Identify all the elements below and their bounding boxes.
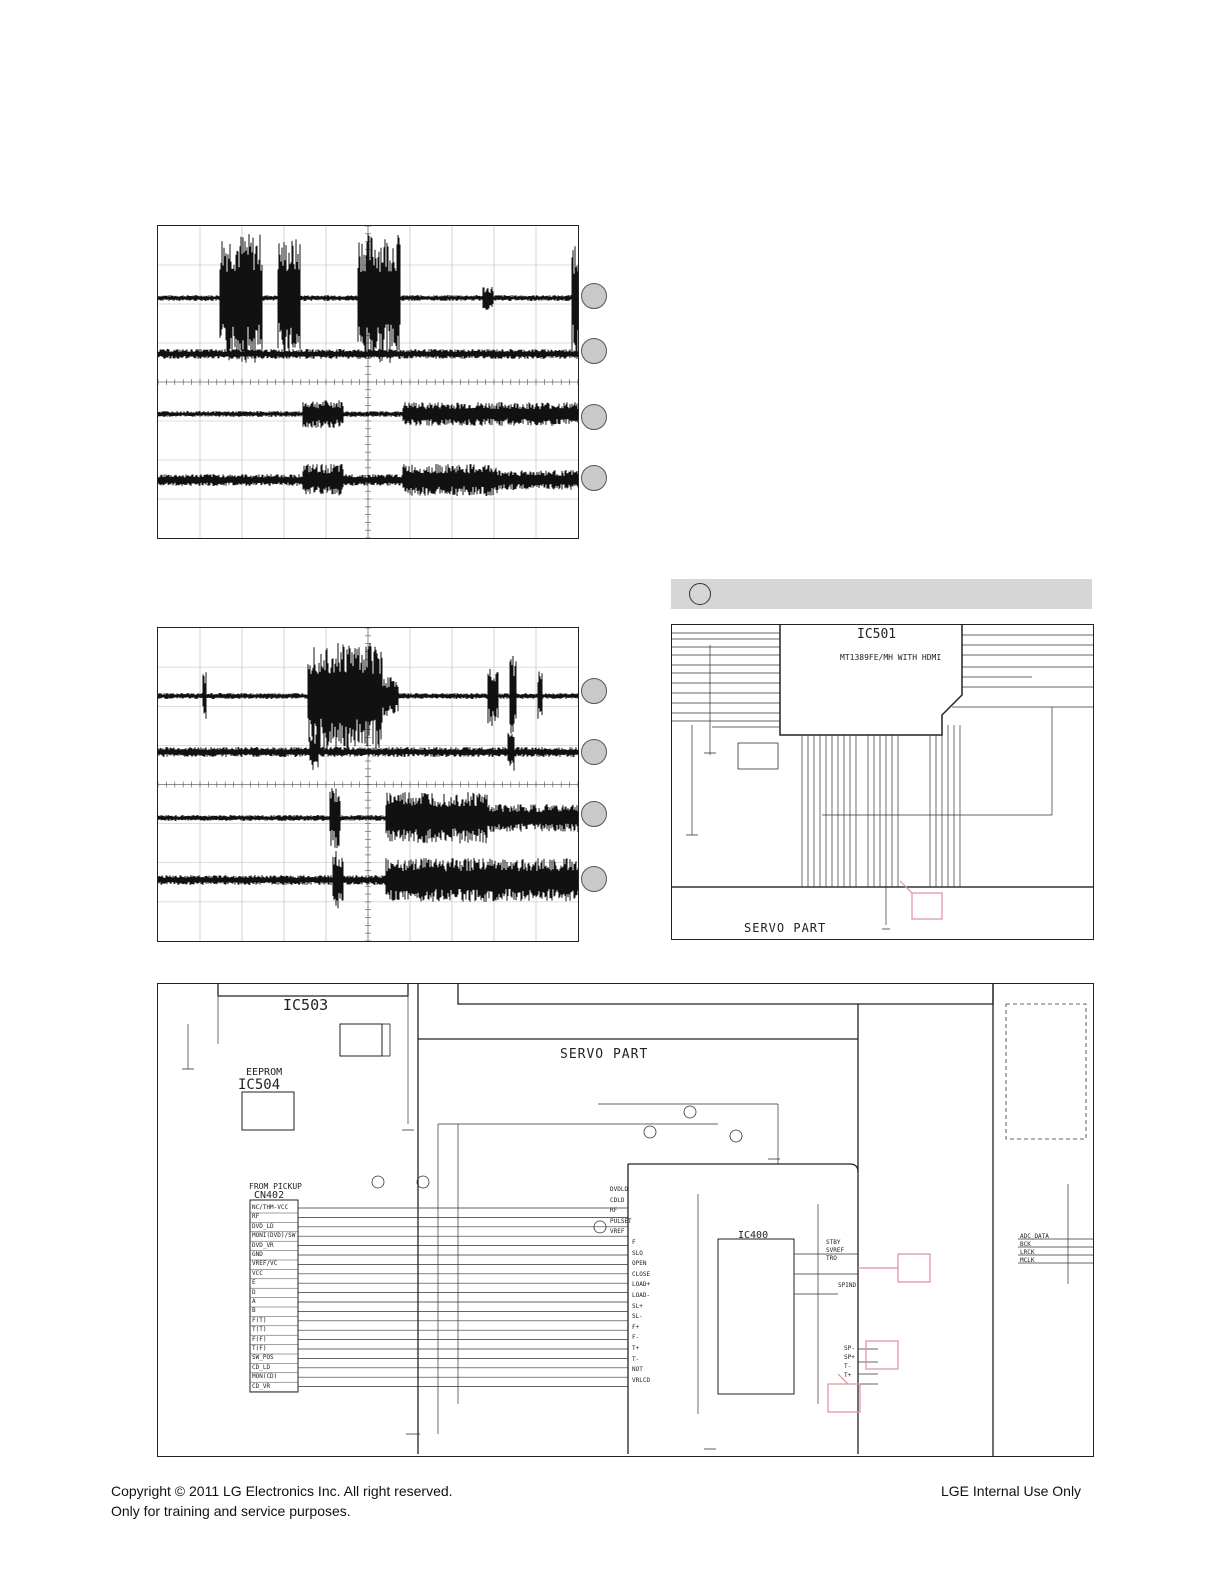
oscilloscope-bottom [157,627,579,942]
oscilloscope-top [157,225,579,539]
pickup-pin-label: B [252,1307,256,1315]
pickup-pin-label: SW_POS [252,1354,274,1362]
scope-bottom-trace [158,628,578,941]
audio-signal-label: LRCK [1020,1249,1035,1256]
schematic-servo: IC503 SERVO PART EEPROM IC504 FROM PICKU… [157,983,1094,1457]
servo-signal-label: LOAD- [632,1292,651,1299]
test-point-banner [671,579,1092,609]
ic504-label: IC504 [238,1077,281,1093]
servo-signal-label: F [632,1239,636,1246]
ic400-right-label: SVREF [826,1247,845,1254]
servo-signal-label: SLO [632,1249,643,1257]
channel-marker-7 [581,801,607,827]
scope-top-trace [158,226,578,538]
servo-signal-label: T- [632,1355,640,1363]
pickup-pin-label: T(F) [252,1345,267,1352]
schematic-servo-drawing [182,984,1093,1456]
servo-part-label-top: SERVO PART [744,921,827,935]
pickup-pin-label: E [252,1279,256,1287]
servo-signal-label: T+ [632,1345,640,1352]
pickup-pin-label: A [252,1298,256,1305]
servo-signal-label: OPEN [632,1260,647,1268]
eeprom-label: EEPROM [246,1067,283,1078]
servo-signal-label: CLOSE [632,1270,651,1278]
pickup-pin-label: GND [252,1251,263,1258]
servo-signal-label: LOAD+ [632,1281,651,1289]
internal-use-label: LGE Internal Use Only [941,1483,1082,1499]
channel-marker-2 [581,338,607,364]
channel-marker-1 [581,283,607,309]
ic400-right-label: STBY [826,1239,841,1246]
channel-marker-8 [581,866,607,892]
servo-signal-label: F+ [632,1323,640,1331]
ic400-output-label: T+ [844,1372,852,1379]
pickup-pin-label: CD_LD [252,1363,271,1371]
pickup-pin-label: DVD_VR [252,1241,274,1249]
pickup-pin-label: VCC [252,1269,263,1277]
servo-part-label-bottom: SERVO PART [560,1047,649,1062]
schematic-ic501: IC501 MT1389FE/MH WITH HDMI SERVO PART [671,624,1094,940]
pickup-pin-label: RF [252,1213,260,1221]
pickup-pin-label: MONI(DVD)/SW [252,1232,296,1240]
ic400-right-label: TRO [826,1255,837,1262]
servo-signal-label: F- [632,1334,640,1342]
audio-signal-label: MCLK [1020,1257,1035,1264]
servo-signal-label: SL- [632,1313,643,1321]
pickup-pin-label: F(F) [252,1335,267,1343]
pickup-pin-label: T(T) [252,1326,267,1334]
ic501-part: MT1389FE/MH WITH HDMI [840,653,942,662]
channel-marker-6 [581,739,607,765]
cn402-label: CN402 [254,1190,285,1201]
test-point-circle [689,583,711,605]
channel-marker-5 [581,678,607,704]
ic400-right-label: SPIND [838,1282,857,1289]
pickup-pin-label: VREF/VC [252,1260,278,1268]
schematic-ic501-drawing [672,625,1093,930]
from-pickup-label: FROM PICKUP [249,1182,302,1191]
ic400-output-label: SP+ [844,1354,855,1361]
servo-signal-label: SL+ [632,1302,643,1310]
servo-signal-label: DVDLD [610,1186,629,1193]
pickup-pin-label: F(T) [252,1316,267,1324]
copyright-line-1: Copyright © 2011 LG Electronics Inc. All… [111,1483,453,1499]
servo-signal-label: VREF [610,1228,625,1236]
channel-marker-4 [581,465,607,491]
channel-marker-3 [581,404,607,430]
ic400-label: IC400 [738,1230,769,1241]
ic400-output-label: SP- [844,1345,855,1352]
copyright-line-2: Only for training and service purposes. [111,1503,351,1519]
pickup-pin-label: MON(CD) [252,1373,278,1381]
servo-signal-label: PULSET [610,1217,632,1225]
ic400-output-label: T- [844,1363,852,1370]
servo-signal-label: NOT [632,1366,643,1374]
pickup-pin-label: DVD_LD [252,1222,274,1230]
servo-signal-label: CDLD [610,1196,625,1204]
pickup-pin-label: D [252,1288,256,1296]
servo-signal-label: RF [610,1207,618,1215]
ic503-label: IC503 [283,996,329,1014]
servo-signal-label: VRLCD [632,1376,651,1384]
audio-signal-label: ADC_DATA [1020,1233,1049,1240]
pickup-pin-label: CD_VR [252,1382,271,1390]
pickup-pin-label: NC/THM-VCC [252,1204,289,1211]
audio-signal-label: BCK [1020,1241,1031,1248]
ic501-ref: IC501 [857,627,897,642]
